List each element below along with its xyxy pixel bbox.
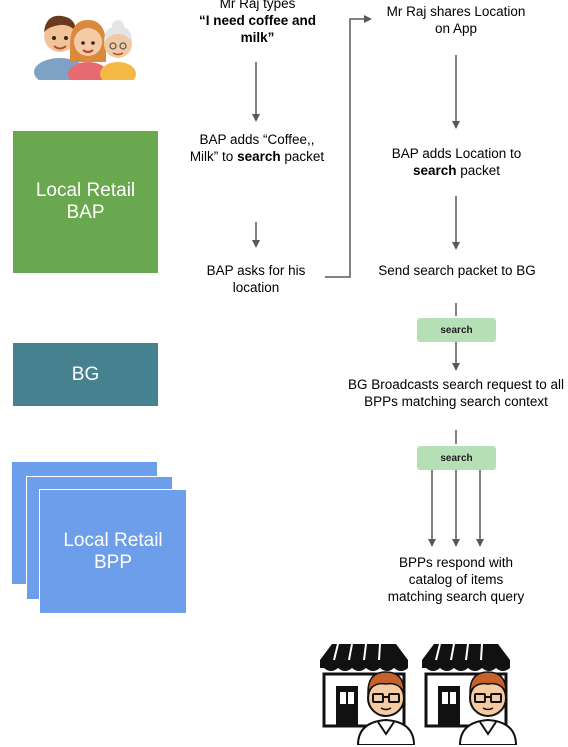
- step-send-packet-text: Send search packet to BG: [378, 263, 536, 278]
- step-bap-adds-bold: search: [237, 149, 281, 164]
- lane-bpp-label: Local Retail BPP: [63, 529, 163, 573]
- lane-bg-label: BG: [71, 363, 100, 385]
- step-bg-broadcasts: BG Broadcasts search request to all BPPs…: [340, 376, 568, 410]
- step-bap-asks-text: BAP asks for his location: [206, 263, 306, 295]
- search-packet-pill-1: search: [417, 318, 496, 342]
- store-owner-icon: [422, 643, 518, 745]
- store-owner-icon: [320, 643, 416, 745]
- lane-local-retail-bpp: Local Retail BPP: [39, 489, 186, 613]
- step-bap-location-bold: search: [412, 163, 457, 178]
- step-bap-adds: BAP adds “Coffee,, Milk” to search packe…: [188, 131, 326, 165]
- step-raj-types: Mr Raj types “I need coffee and milk”: [185, 0, 330, 46]
- lane-local-retail-bap: Local Retail BAP: [13, 131, 158, 273]
- step-raj-types-pre: Mr Raj types: [219, 0, 296, 11]
- step-bap-adds-location: BAP adds Location to search packet: [369, 145, 544, 179]
- family-icon: [34, 15, 136, 80]
- step-bpps-respond: BPPs respond with catalog of items match…: [383, 554, 529, 605]
- search-packet-pill-1-label: search: [440, 324, 473, 336]
- step-bpps-respond-text: BPPs respond with catalog of items match…: [387, 555, 525, 604]
- step-raj-shares: Mr Raj shares Location on App: [381, 3, 531, 37]
- step-send-packet: Send search packet to BG: [372, 262, 542, 279]
- step-bap-location-post: packet: [460, 163, 501, 178]
- lane-bap-label: Local Retail BAP: [35, 180, 136, 223]
- step-bap-asks: BAP asks for his location: [186, 262, 326, 296]
- step-raj-types-quote: “I need coffee and milk”: [198, 13, 317, 45]
- arrow-asks-to-shares: [325, 15, 372, 278]
- lane-bg: BG: [13, 343, 158, 406]
- step-bap-adds-pre: BAP adds “Coffee,, Milk” to: [189, 132, 315, 164]
- step-raj-shares-text: Mr Raj shares Location on App: [386, 4, 526, 36]
- search-packet-pill-2: search: [417, 446, 496, 470]
- search-packet-pill-2-label: search: [440, 452, 473, 464]
- step-bap-location-pre: BAP adds Location to: [391, 146, 522, 161]
- step-bap-adds-post: packet: [284, 149, 325, 164]
- step-bg-broadcasts-text: BG Broadcasts search request to all BPPs…: [347, 377, 565, 409]
